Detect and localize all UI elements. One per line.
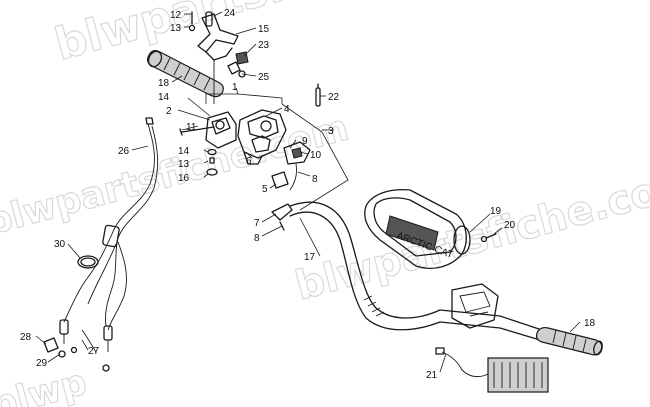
- pin-22: [315, 83, 321, 107]
- callout-24: 24: [224, 8, 236, 19]
- callout-8-lower: 8: [254, 233, 260, 244]
- brake-switch-housing: [205, 111, 237, 149]
- callout-14-upper: 14: [158, 92, 170, 103]
- callout-30: 30: [54, 239, 66, 250]
- small-hardware: [206, 148, 218, 176]
- callout-13-lower: 13: [178, 159, 190, 170]
- callout-5: 5: [262, 184, 268, 195]
- callout-2: 2: [166, 106, 172, 117]
- callout-11: 11: [186, 122, 197, 133]
- throttle-lever: [197, 11, 239, 61]
- callout-18-upper: 18: [158, 78, 170, 89]
- screw-11: [179, 126, 215, 136]
- part-5: [271, 171, 289, 189]
- callout-9: 9: [302, 136, 308, 147]
- callout-13-upper: 13: [170, 23, 182, 34]
- callout-26: 26: [118, 146, 130, 157]
- callout-7: 7: [254, 218, 260, 229]
- callout-22: 22: [328, 92, 340, 103]
- master-cylinder: [237, 109, 287, 165]
- callout-16: 16: [178, 173, 190, 184]
- callout-15: 15: [258, 24, 270, 35]
- callout-12: 12: [170, 10, 182, 21]
- grip-heater: [435, 347, 549, 393]
- throttle-switch: [227, 51, 249, 78]
- callout-3: 3: [328, 126, 334, 137]
- callout-6: 6: [246, 156, 252, 167]
- callout-10: 10: [310, 150, 322, 161]
- callout-4: 4: [284, 104, 290, 115]
- callout-17: 17: [304, 252, 316, 263]
- right-control-housing: [451, 283, 499, 329]
- handlebar: [289, 201, 561, 347]
- callout-21: 21: [426, 370, 438, 381]
- right-grip: [535, 326, 603, 356]
- callout-19: 19: [490, 206, 502, 217]
- leader-lines: [35, 11, 581, 373]
- callout-labels: 1 2 3 4 5 6 7 8 8 9 10 11 12 13 13 14 14…: [20, 8, 596, 381]
- left-grip: [146, 49, 224, 98]
- callout-8-upper: 8: [312, 174, 318, 185]
- callout-1: 1: [232, 82, 238, 93]
- callout-29: 29: [36, 358, 48, 369]
- callout-28: 28: [20, 332, 32, 343]
- switch-assembly: [283, 141, 311, 191]
- callout-18-lower: 18: [584, 318, 596, 329]
- callout-14-lower: 14: [178, 146, 190, 157]
- callout-20: 20: [504, 220, 516, 231]
- callout-27: 27: [88, 346, 100, 357]
- wiring-harness: [43, 117, 159, 372]
- screw-20: [480, 233, 497, 243]
- watermark-top: blwpartsfiche.com: [50, 0, 504, 71]
- callout-23: 23: [258, 40, 270, 51]
- callout-25: 25: [258, 72, 270, 83]
- group-bracket-3: [281, 103, 349, 211]
- watermark-left: blwpartsfiche.com: [0, 108, 353, 244]
